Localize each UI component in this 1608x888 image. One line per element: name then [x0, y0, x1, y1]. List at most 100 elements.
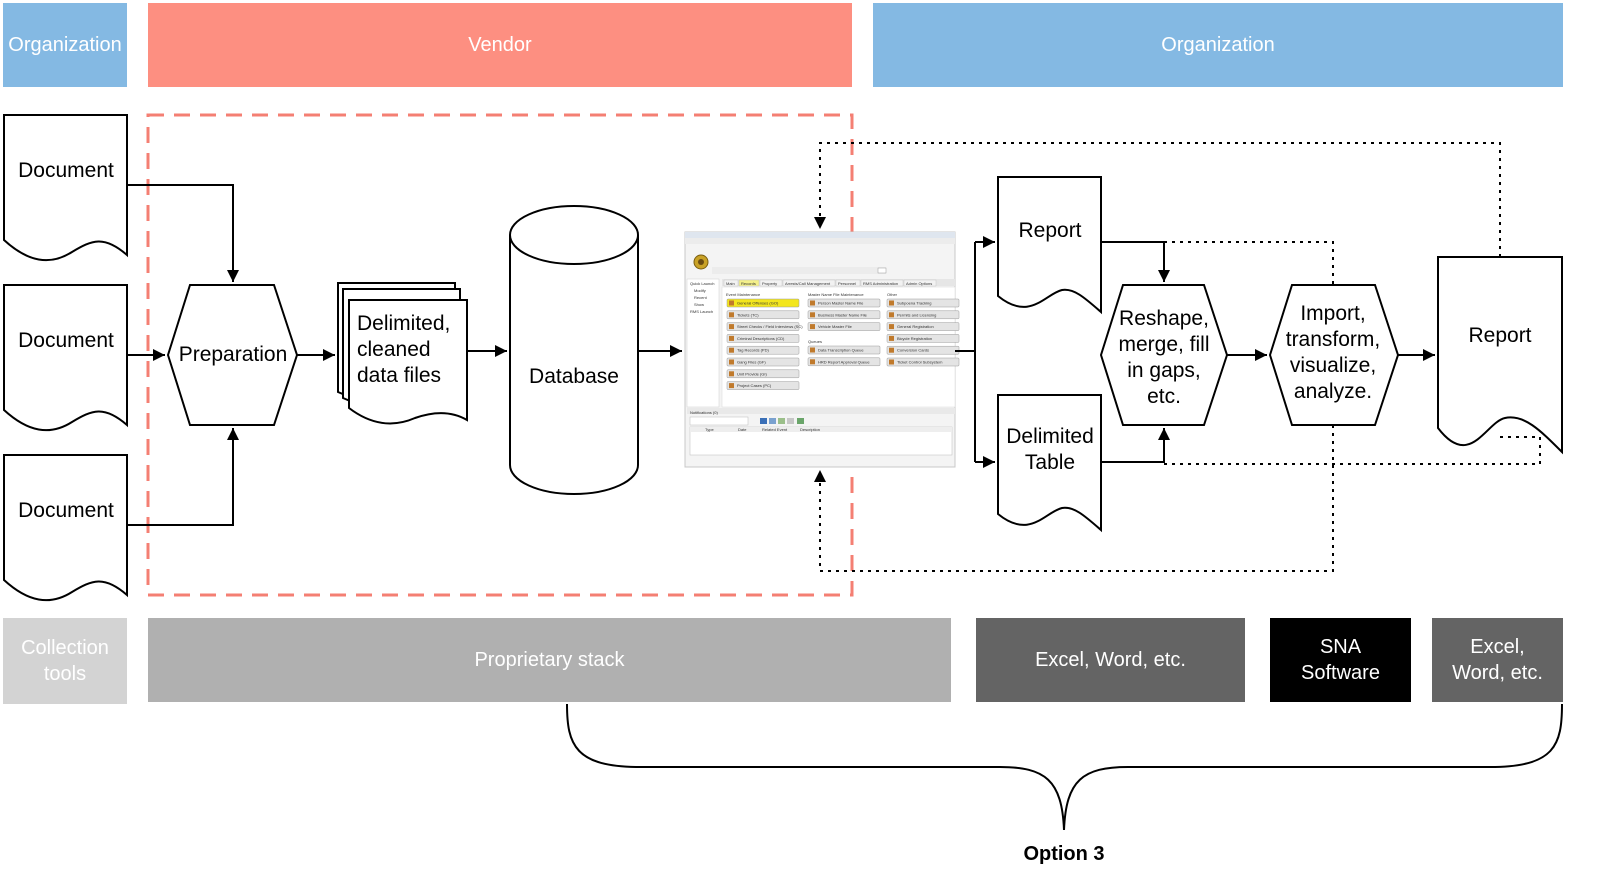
- dotted-final-return: [1164, 436, 1541, 465]
- screenshot-button-icon: [810, 300, 815, 306]
- screenshot-button-icon: [729, 324, 734, 330]
- reshape-line: etc.: [1147, 385, 1181, 408]
- screenshot-button-icon: [729, 359, 734, 365]
- delimited-table-line: Delimited: [1006, 425, 1094, 448]
- band-label: Organization: [8, 34, 122, 56]
- preparation-label: Preparation: [179, 343, 288, 366]
- database-cylinder: Database: [509, 205, 639, 495]
- organization-band-right: Organization: [873, 3, 1563, 87]
- reshape-line: in gaps,: [1127, 359, 1201, 382]
- screenshot-button-icon: [889, 335, 894, 341]
- screenshot-button-label: Permits and Licensing: [897, 312, 936, 317]
- screenshot-tab: [738, 279, 760, 287]
- screenshot-tab-label: RMS Administration: [863, 281, 898, 286]
- document-label: Document: [18, 499, 114, 522]
- screenshot-button-label: Data Transcription Queue: [818, 348, 864, 353]
- screenshot-button-label: Ticket Control Subsystem: [897, 360, 943, 365]
- delimited-files-line: cleaned: [357, 338, 431, 361]
- screenshot-button-label: Unit Provide (GI): [737, 371, 767, 376]
- screenshot-button-label: Street Checks / Field Interviews (SC): [737, 324, 803, 329]
- band-line: SNA: [1319, 636, 1362, 658]
- band-line: Excel, Word, etc.: [1035, 649, 1186, 671]
- screenshot-button-icon: [729, 312, 734, 318]
- screenshot-button-label: Bicycle Registration: [897, 336, 932, 341]
- band-line: tools: [43, 663, 87, 685]
- screenshot-button-label: HRD Report Approval Queue: [818, 359, 870, 364]
- screenshot-button-label: Subpoena Tracking: [897, 301, 931, 306]
- screenshot-button-icon: [729, 335, 734, 341]
- app-logo: [693, 254, 709, 270]
- delimited-table-line: Table: [1025, 451, 1075, 474]
- document-shape-2: Document: [3, 284, 128, 432]
- screenshot-grid-column: Description: [800, 427, 820, 432]
- collection-tools-band: Collection tools: [3, 618, 127, 704]
- screenshot-button-label: Vehicle Master File: [818, 324, 853, 329]
- screenshot-button-icon: [729, 371, 734, 377]
- screenshot-button: [726, 322, 800, 331]
- screenshot-button-icon: [810, 312, 815, 318]
- screenshot-button-label: Business Master Name File: [818, 312, 868, 317]
- database-label: Database: [529, 365, 619, 388]
- screenshot-button-icon: [729, 347, 734, 353]
- preparation-hexagon: Preparation: [166, 284, 299, 426]
- dotted-loop-bottom: [814, 425, 1334, 572]
- organization-band-left: Organization: [3, 3, 127, 87]
- screenshot-button-icon: [729, 300, 734, 306]
- reshape-line: merge, fill: [1118, 333, 1209, 356]
- screenshot-button-label: Criminal Descriptions (CD): [737, 336, 785, 341]
- screenshot-button-label: Gang Files (GF): [737, 360, 766, 365]
- col2-queue-header: Queues: [808, 339, 822, 344]
- screenshot-button: [726, 310, 800, 320]
- screenshot-button: [726, 381, 800, 390]
- screenshot-sidebar-item: RMS Launch: [690, 309, 713, 314]
- import-hexagon: Import, transform, visualize, analyze.: [1268, 284, 1400, 426]
- screenshot-sidebar-item: Recent: [694, 295, 708, 300]
- screenshot-button-icon: [729, 383, 734, 389]
- screenshot-button: [726, 369, 800, 379]
- screenshot-button: [886, 298, 960, 308]
- col1-header: Event Maintenance: [726, 292, 761, 297]
- screenshot-tab-label: Admin Options: [906, 281, 932, 286]
- band-line: Collection: [21, 637, 109, 659]
- screenshot-tab-label: Personnel: [838, 281, 856, 286]
- screenshot-button-icon: [810, 324, 815, 330]
- delimited-files-line: Delimited,: [357, 312, 450, 335]
- screenshot-sidebar-item: Show: [694, 302, 704, 307]
- screenshot-sidebar-item: Modify: [694, 288, 706, 293]
- connector-doc3-prep: [127, 428, 239, 526]
- screenshot-tab-label: Main: [726, 281, 735, 286]
- screenshot-button: [886, 357, 960, 367]
- band-line: Word, etc.: [1452, 662, 1543, 684]
- import-line: visualize,: [1290, 354, 1376, 377]
- screenshot-tab-label: Property: [762, 281, 777, 286]
- band-label: Organization: [1161, 34, 1275, 56]
- screenshot-tab: [723, 279, 739, 287]
- screenshot-button-icon: [889, 312, 894, 318]
- screenshot-button-label: Tag Records (PD): [737, 348, 769, 353]
- screenshot-button: [886, 322, 960, 331]
- notifications-label: Notifications (0): [690, 410, 718, 415]
- report-document-top: Report: [997, 176, 1102, 315]
- reshape-line: Reshape,: [1119, 307, 1209, 330]
- screenshot-tab: [903, 279, 937, 287]
- office-tools-band: Excel, Word, etc.: [976, 618, 1245, 702]
- delimited-table-document: Delimited Table: [997, 394, 1102, 533]
- document-label: Document: [18, 159, 114, 182]
- import-line: Import,: [1300, 302, 1365, 325]
- screenshot-tab: [759, 279, 783, 287]
- document-shape-1: Document: [3, 114, 128, 262]
- screenshot-button-icon: [810, 347, 815, 353]
- screenshot-button-label: Tickets (TC): [737, 312, 759, 317]
- screenshot-tab: [860, 279, 904, 287]
- report-top-label: Report: [1018, 219, 1081, 242]
- screenshot-button-label: General Offenses (GO): [737, 301, 779, 306]
- brace-label: Option 3: [1023, 843, 1104, 865]
- band-line: Proprietary stack: [474, 649, 625, 671]
- screenshot-button-icon: [889, 347, 894, 353]
- screenshot-button: [807, 322, 881, 331]
- screenshot-button-icon: [810, 359, 815, 365]
- screenshot-grid-column: Related Event: [762, 427, 788, 432]
- report-document-final: Report: [1437, 256, 1563, 455]
- screenshot-button: [886, 310, 960, 320]
